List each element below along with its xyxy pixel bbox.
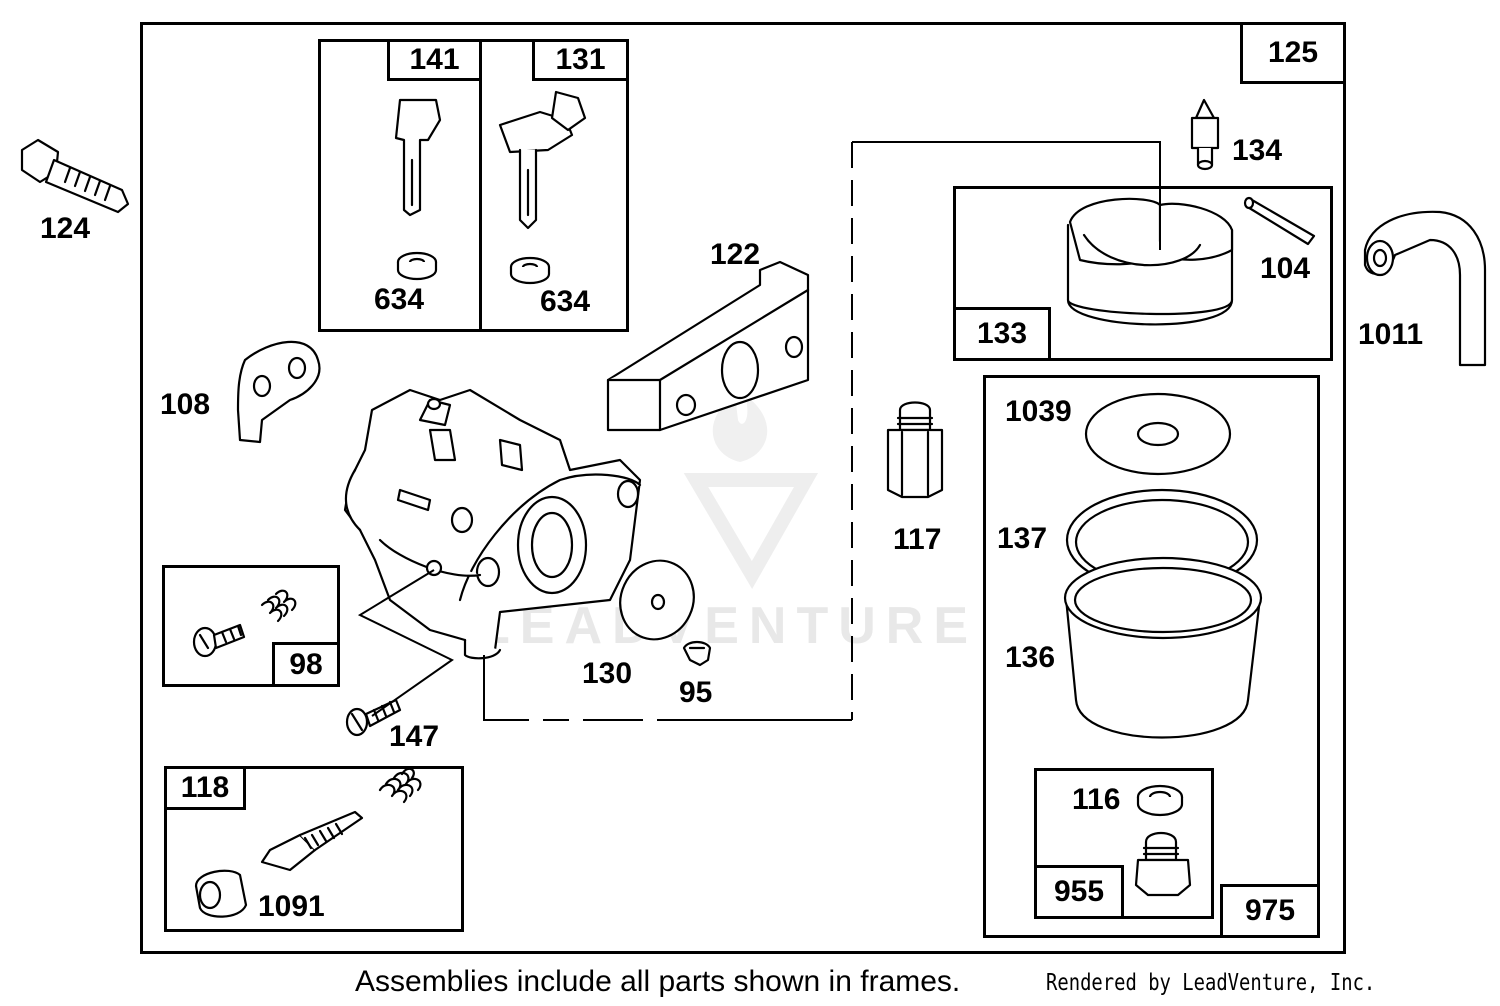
choke-shaft-141-icon: [394, 98, 442, 281]
carburetor-body-icon: [343, 388, 642, 660]
throttle-plate-130-icon: [619, 559, 695, 641]
part-label-1091: 1091: [258, 890, 325, 923]
part-label-1011: 1011: [1358, 318, 1424, 351]
part-label-104: 104: [1260, 252, 1311, 285]
frame-tag-955: 955: [1034, 865, 1124, 919]
part-label-136: 136: [1005, 641, 1056, 674]
part-label-147: 147: [389, 720, 440, 753]
throttle-shaft-131-icon: [498, 90, 587, 285]
washer-116-icon: [1136, 784, 1184, 817]
float-133-icon: [1066, 197, 1234, 326]
footer-note: Assemblies include all parts shown in fr…: [355, 965, 961, 998]
frame-98: [162, 565, 340, 687]
spacer-122-icon: [606, 260, 810, 432]
screw-124-icon: [20, 138, 130, 214]
float-needle-134-icon: [1190, 98, 1220, 171]
frame-tag-118: 118: [164, 766, 246, 810]
frame-133: [953, 186, 1333, 361]
part-label-117: 117: [893, 523, 942, 556]
frame-118: [164, 766, 464, 932]
frame-125: [140, 22, 1346, 954]
main-jet-117-icon: [886, 401, 944, 499]
choke-plate-108-icon: [236, 340, 321, 444]
frame-955: [1034, 768, 1214, 919]
hinge-pin-104-icon: [1243, 196, 1316, 246]
watermark-text: LEADVENTURE: [478, 597, 979, 655]
screw-147-icon: [345, 698, 402, 737]
limiter-cap-1091-icon: [194, 869, 248, 918]
part-label-95: 95: [679, 676, 713, 709]
part-label-634-left: 634: [374, 283, 425, 316]
footer-credit: Rendered by LeadVenture, Inc.: [1046, 970, 1376, 996]
frame-tag-125: 125: [1240, 22, 1346, 84]
frame-tag-98: 98: [272, 642, 340, 687]
gasket-1039-icon: [1084, 392, 1232, 476]
fuel-line-1011-icon: [1363, 210, 1487, 367]
frame-975: [983, 375, 1320, 938]
spring-98-icon: [260, 589, 297, 623]
part-label-137: 137: [997, 522, 1048, 555]
part-label-134: 134: [1232, 134, 1283, 167]
part-label-108: 108: [160, 388, 211, 421]
part-label-130: 130: [582, 657, 633, 690]
float-bowl-136-icon: [1063, 556, 1263, 739]
mixture-screw-1091-icon: [260, 810, 364, 872]
frame-tag-133: 133: [953, 307, 1051, 361]
screw-95-icon: [682, 640, 712, 667]
frame-tag-975: 975: [1220, 884, 1320, 938]
frame-tag-141: 141: [387, 39, 482, 81]
part-label-1039: 1039: [1005, 395, 1072, 428]
frame-tag-131: 131: [532, 39, 629, 81]
part-label-122: 122: [710, 238, 761, 271]
part-label-116: 116: [1072, 783, 1121, 816]
part-label-124: 124: [40, 212, 91, 245]
spring-118-icon: [378, 767, 422, 804]
part-label-634-right: 634: [540, 285, 591, 318]
seat-955-icon: [1134, 831, 1192, 897]
idle-screw-98-icon: [192, 623, 246, 658]
